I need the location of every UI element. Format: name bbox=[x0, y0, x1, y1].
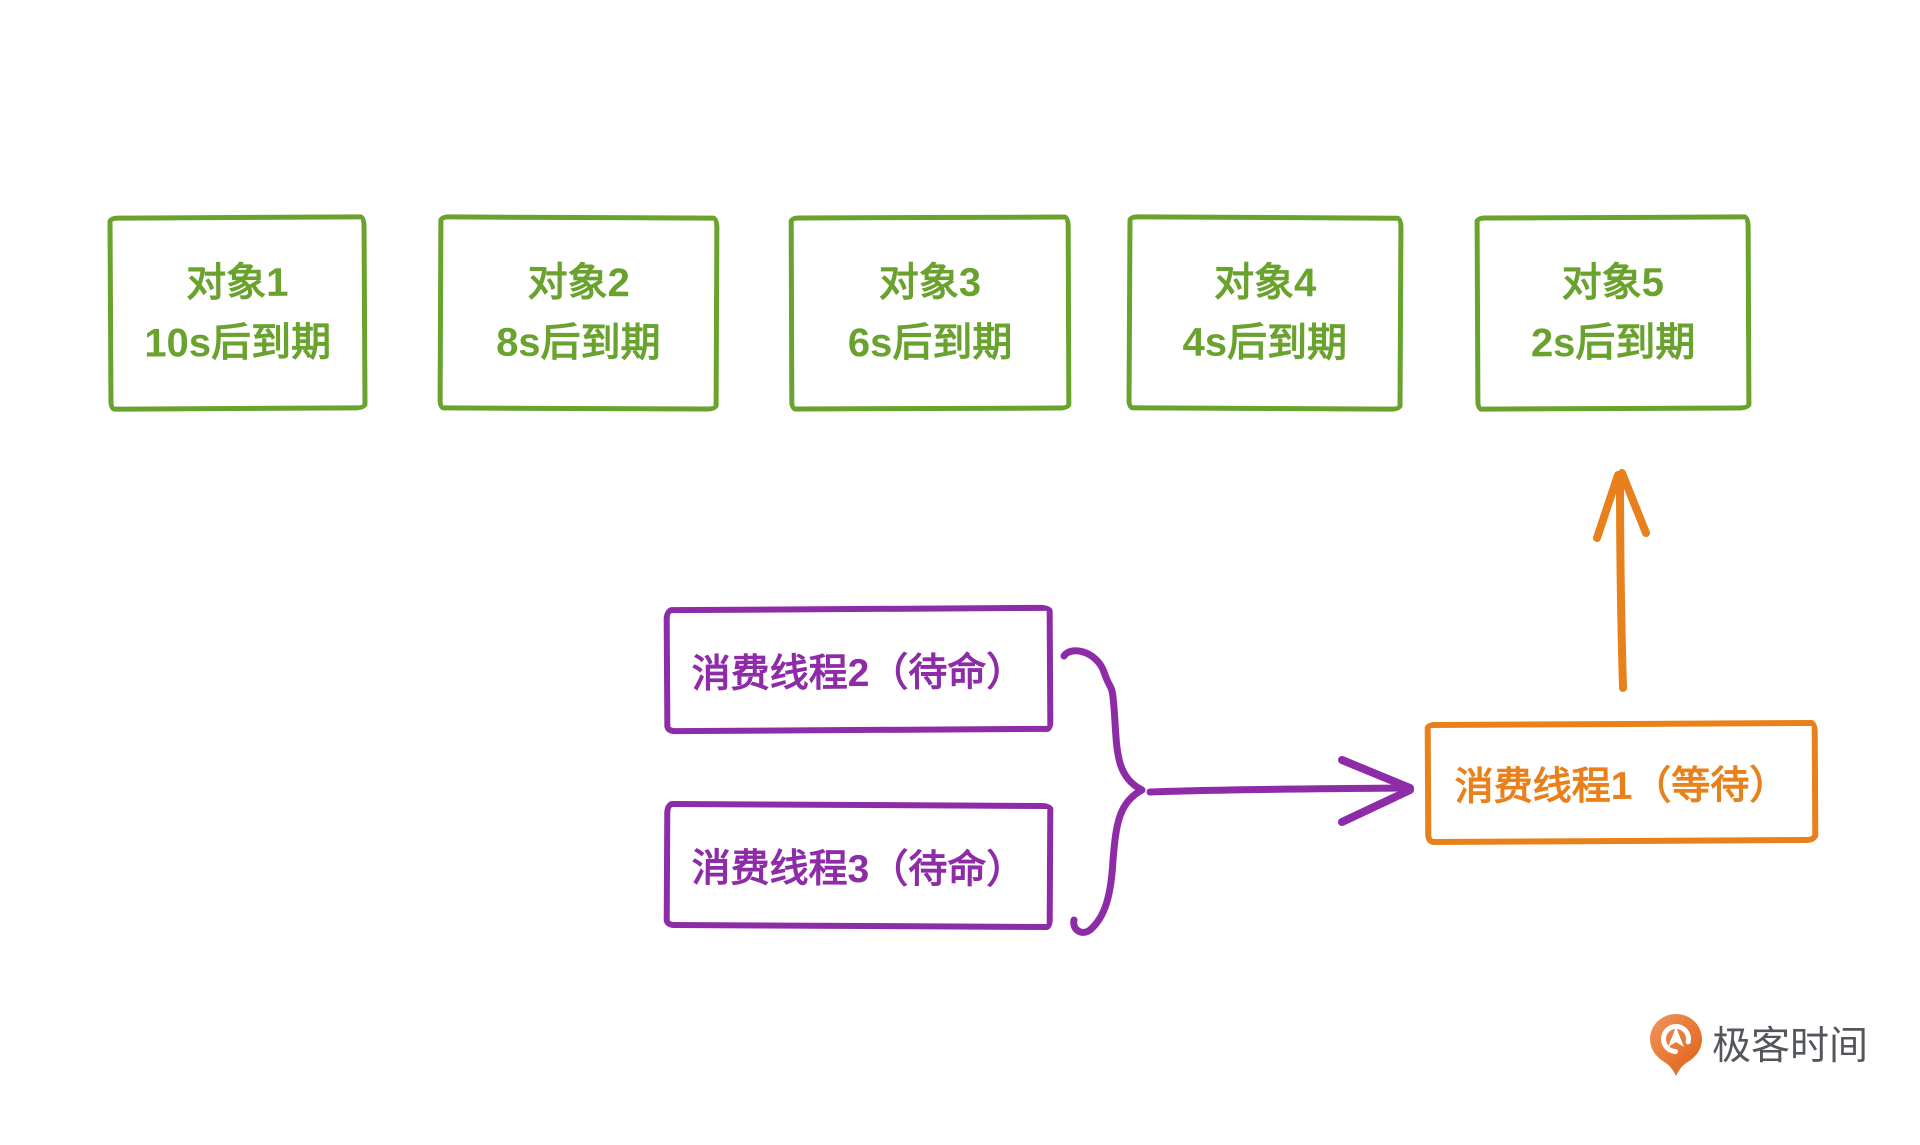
object-title: 对象4 bbox=[1213, 260, 1317, 306]
object-expiry: 6s后到期 bbox=[847, 320, 1013, 366]
object-title: 对象3 bbox=[878, 260, 982, 306]
geektime-logo-icon bbox=[1650, 1014, 1702, 1076]
arrow-to-waiting-thread bbox=[1146, 784, 1406, 796]
object-box-1: 对象1 10s后到期 bbox=[107, 214, 368, 412]
object-title: 对象1 bbox=[186, 260, 289, 306]
geektime-logo: 极客时间 bbox=[1650, 1014, 1868, 1078]
object-expiry: 8s后到期 bbox=[496, 320, 661, 366]
object-expiry: 10s后到期 bbox=[144, 320, 332, 366]
object-box-2: 对象2 8s后到期 bbox=[437, 214, 720, 412]
object-box-5: 对象5 2s后到期 bbox=[1474, 214, 1752, 412]
arrow-to-waiting-thread-head bbox=[1338, 756, 1414, 826]
arrow-to-object5 bbox=[1616, 474, 1627, 692]
standby-thread-box-3: 消费线程3（待命） bbox=[663, 800, 1054, 931]
standby-thread-label: 消费线程2（待命） bbox=[691, 650, 1026, 696]
arrow-to-object5-head bbox=[1593, 469, 1650, 542]
waiting-thread-label: 消费线程1（等待） bbox=[1454, 763, 1789, 809]
geektime-logo-text: 极客时间 bbox=[1712, 1024, 1869, 1068]
object-title: 对象5 bbox=[1561, 260, 1665, 306]
object-expiry: 2s后到期 bbox=[1530, 320, 1696, 366]
group-brace-shape bbox=[1060, 647, 1146, 936]
object-expiry: 4s后到期 bbox=[1182, 320, 1348, 366]
object-title: 对象2 bbox=[527, 260, 630, 306]
standby-thread-label: 消费线程3（待命） bbox=[691, 846, 1026, 892]
waiting-thread-box: 消费线程1（等待） bbox=[1424, 719, 1819, 846]
object-box-3: 对象3 6s后到期 bbox=[788, 214, 1072, 412]
standby-thread-box-2: 消费线程2（待命） bbox=[663, 604, 1054, 735]
object-box-4: 对象4 4s后到期 bbox=[1126, 214, 1404, 412]
